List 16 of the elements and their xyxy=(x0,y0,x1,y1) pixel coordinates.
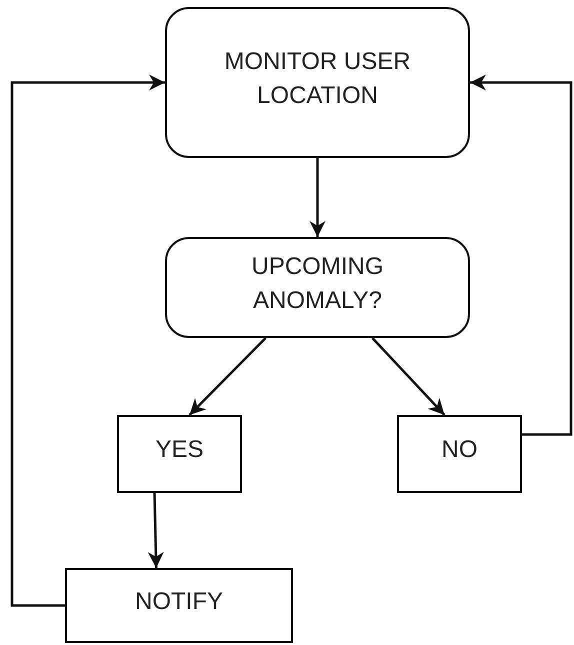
arrow xyxy=(310,158,326,237)
arrow xyxy=(470,74,572,436)
process-box xyxy=(117,415,242,493)
arrow xyxy=(188,337,267,416)
rounded-process-box xyxy=(165,7,470,158)
process-box xyxy=(65,568,293,643)
arrow xyxy=(371,337,446,416)
process-box xyxy=(397,415,522,493)
node-label: NOTIFY xyxy=(135,586,223,616)
arrow xyxy=(10,74,165,607)
node-label: MONITOR USER LOCATION xyxy=(223,46,412,110)
rounded-process-box xyxy=(165,237,470,338)
arrow xyxy=(148,492,164,568)
node-label: UPCOMING ANOMALY? xyxy=(250,252,384,316)
node-label: NO xyxy=(442,435,478,465)
node-label: YES xyxy=(155,435,204,465)
